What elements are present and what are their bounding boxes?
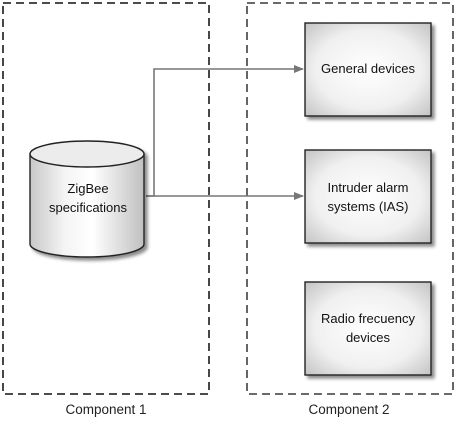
general-devices-box [304, 22, 432, 117]
intruder-alarm-box [304, 149, 432, 244]
intruder-alarm-label-line1: Intruder alarm [328, 180, 409, 195]
database-label-line2: specifications [49, 200, 128, 215]
intruder-alarm-label-line2: systems (IAS) [328, 199, 409, 214]
radio-frequency-label-line1: Radio frecuency [321, 311, 415, 326]
radio-frequency-label-line2: devices [346, 330, 391, 345]
general-devices-label: General devices [321, 61, 415, 76]
radio-frequency-box [304, 281, 432, 376]
database-label-line1: ZigBee [67, 181, 108, 196]
zigbee-database-cylinder [29, 140, 145, 258]
connector-to-general-devices [146, 65, 304, 197]
component-1-caption: Component 1 [65, 402, 146, 417]
component-2-caption: Component 2 [308, 402, 389, 417]
